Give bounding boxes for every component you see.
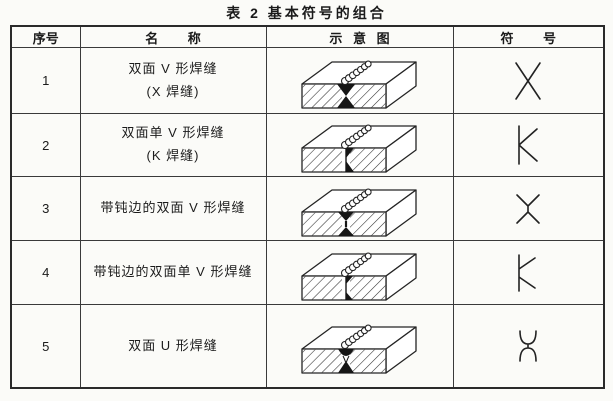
row-symbol [452, 304, 605, 389]
header-symbol: 符 号 [452, 25, 605, 48]
weld-symbols-table: 序号 名 称 示 意 图 符 号 1 双面 V 形焊缝 (X 焊缝) 2 双面单… [10, 25, 605, 389]
row-name: 带钝边的双面单 V 形焊缝 [79, 240, 267, 305]
symbol-x-blunt-edge-icon [516, 193, 541, 224]
row-diagram [265, 240, 454, 305]
row-no: 3 [10, 176, 81, 241]
row-no: 1 [10, 47, 81, 114]
row-name: 双面单 V 形焊缝 (K 焊缝) [79, 113, 267, 177]
name-line1: 双面 U 形焊缝 [128, 337, 218, 353]
double-bevel-blunt-edge-weld-diagram-icon [300, 252, 417, 301]
table-title: 表 2 基本符号的组合 [226, 5, 387, 21]
row-diagram [265, 304, 454, 389]
double-u-weld-diagram-icon [300, 324, 417, 374]
row-symbol [452, 47, 605, 114]
table-row: 3 带钝边的双面 V 形焊缝 [10, 176, 605, 241]
table-row: 1 双面 V 形焊缝 (X 焊缝) [10, 47, 605, 114]
double-v-weld-diagram-icon [300, 60, 417, 109]
name-line1: 带钝边的双面 V 形焊缝 [100, 200, 246, 216]
header-diagram: 示 意 图 [265, 25, 454, 48]
row-symbol [452, 240, 605, 305]
symbol-x-weld-icon [515, 61, 542, 100]
double-v-blunt-edge-weld-diagram-icon [300, 188, 417, 237]
double-bevel-weld-diagram-icon [300, 124, 417, 173]
row-symbol [452, 113, 605, 177]
header-no: 序号 [10, 25, 81, 48]
row-name: 双面 U 形焊缝 [79, 304, 267, 389]
row-name: 双面 V 形焊缝 (X 焊缝) [79, 47, 267, 114]
name-line1: 带钝边的双面单 V 形焊缝 [93, 264, 253, 280]
table-row: 5 双面 U 形焊缝 [10, 304, 605, 389]
symbol-double-u-weld-icon [519, 330, 538, 362]
name-line2: (X 焊缝) [146, 83, 200, 99]
header-name: 名 称 [79, 25, 267, 48]
row-diagram [265, 113, 454, 177]
name-line1: 双面 V 形焊缝 [128, 60, 218, 76]
name-line2: (K 焊缝) [146, 148, 200, 163]
name-line1: 双面单 V 形焊缝 [121, 125, 225, 141]
row-no: 4 [10, 240, 81, 305]
symbol-k-weld-icon [518, 125, 539, 165]
row-symbol [452, 176, 605, 241]
header-row: 序号 名 称 示 意 图 符 号 [10, 25, 605, 48]
table-row: 2 双面单 V 形焊缝 (K 焊缝) [10, 113, 605, 177]
row-no: 2 [10, 113, 81, 177]
table-row: 4 带钝边的双面单 V 形焊缝 [10, 240, 605, 305]
row-no: 5 [10, 304, 81, 389]
row-diagram [265, 47, 454, 114]
row-diagram [265, 176, 454, 241]
symbol-k-blunt-edge-icon [518, 253, 537, 292]
row-name: 带钝边的双面 V 形焊缝 [79, 176, 267, 241]
